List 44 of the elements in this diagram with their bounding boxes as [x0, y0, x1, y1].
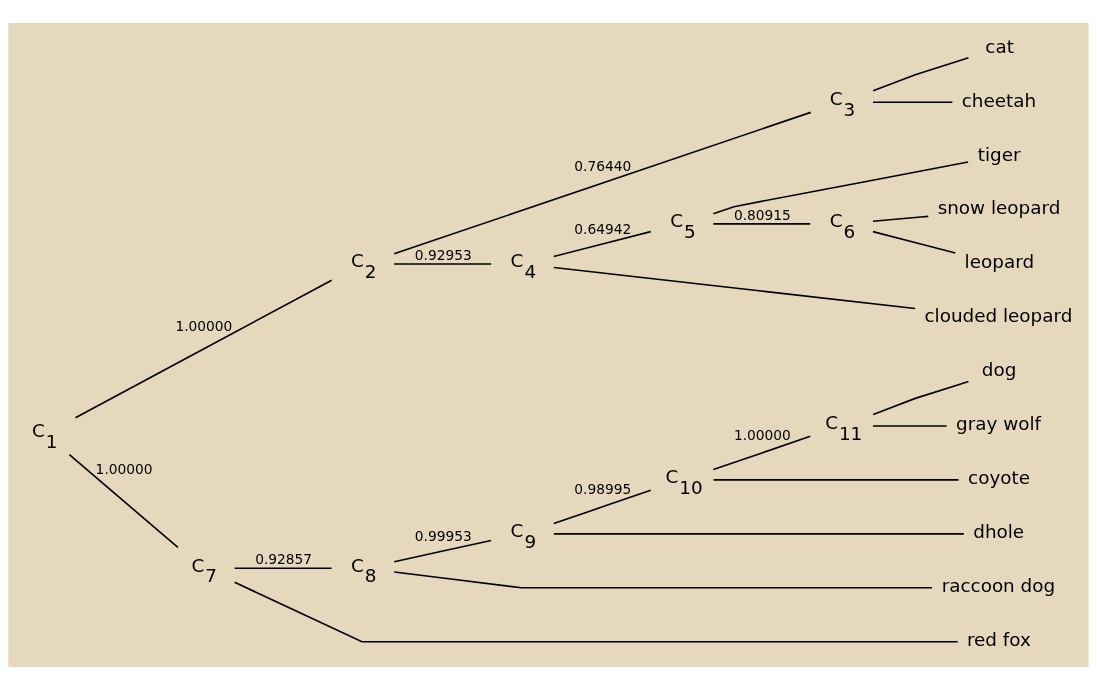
connector	[393, 571, 933, 589]
connector	[74, 279, 333, 419]
node-text: gray wolf	[956, 413, 1041, 435]
connector	[233, 581, 959, 643]
edge-label: 0.92857	[255, 551, 313, 568]
connector	[872, 56, 970, 92]
connector	[393, 111, 812, 255]
node-text: raccoon dog	[941, 575, 1056, 597]
edge-label: 1.00000	[175, 318, 233, 335]
connector	[712, 479, 960, 481]
connector	[712, 223, 812, 225]
node-text: leopard	[964, 251, 1035, 273]
edge-label: 0.64942	[574, 220, 632, 237]
connector	[68, 453, 179, 549]
edge-label: 0.92953	[414, 247, 472, 264]
node-text: tiger	[977, 143, 1021, 165]
node-text: cat	[985, 35, 1014, 57]
connector	[872, 425, 948, 427]
connector	[233, 567, 333, 570]
edge-label: 0.80915	[733, 206, 791, 223]
connector	[552, 230, 652, 258]
edge-label: 1.00000	[733, 427, 791, 444]
edge-label: 0.98995	[574, 481, 632, 498]
connector	[393, 263, 492, 265]
connector	[393, 539, 492, 563]
node-text: snow leopard	[937, 197, 1061, 219]
connector	[872, 230, 957, 254]
node-text: dhole	[973, 521, 1025, 543]
connector	[712, 435, 812, 471]
edge-label: 0.99953	[414, 528, 472, 545]
node-text: red fox	[966, 629, 1031, 651]
connector	[872, 380, 970, 416]
edge-label: 1.00000	[95, 460, 153, 477]
connector	[553, 533, 965, 535]
connector	[553, 266, 916, 310]
connector	[872, 215, 930, 223]
edge-label: 0.76440	[574, 157, 632, 174]
node-text: coyote	[968, 467, 1030, 489]
node-text: cheetah	[961, 89, 1037, 111]
connector	[552, 489, 652, 525]
node-text: clouded leopard	[924, 305, 1073, 327]
connector	[712, 161, 969, 215]
connector	[872, 101, 954, 103]
node-text: dog	[981, 359, 1017, 381]
